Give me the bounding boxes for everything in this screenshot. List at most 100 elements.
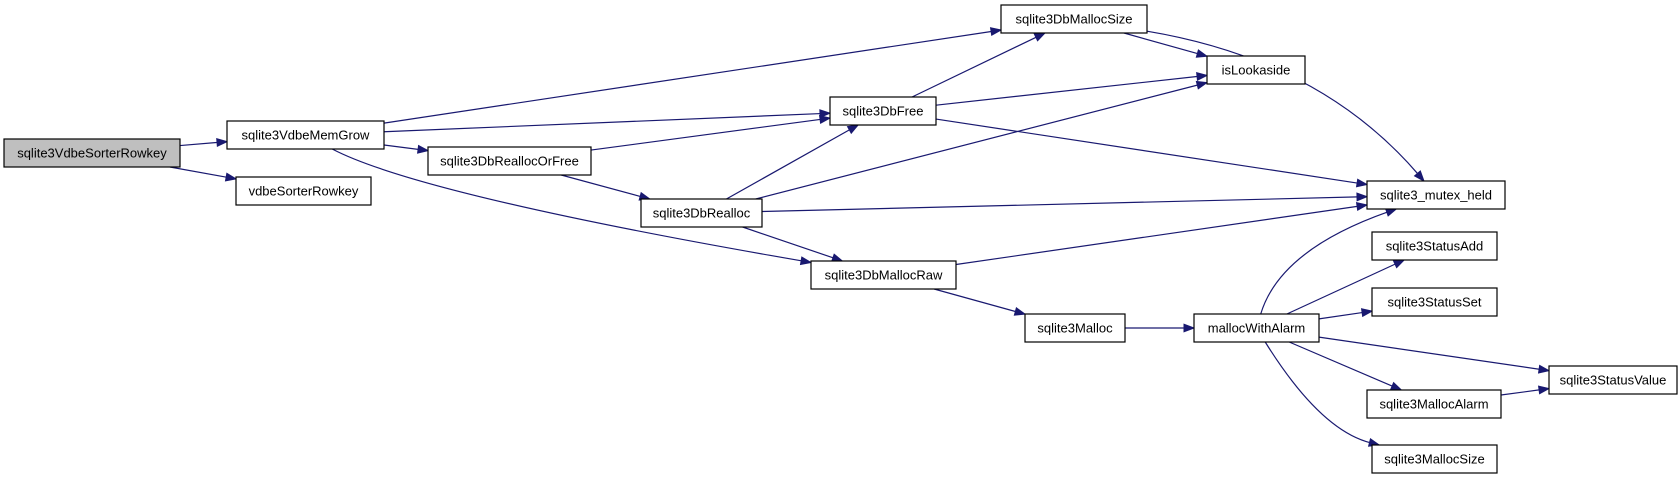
node-box [640,198,763,228]
arrowhead [1183,323,1196,333]
edge-dbfree-to-mutexheld [935,118,1369,188]
node-dbmallocraw[interactable]: sqlite3DbMallocRaw [810,260,957,290]
arrowhead [1196,72,1209,82]
edge-reallocorfree-to-dbfree [590,115,832,151]
edge-mallocwithalarm-to-statusadd [1286,259,1406,315]
node-label: vdbeSorterRowkey [249,184,359,199]
edge-line [383,112,822,133]
edge-line [1264,341,1371,444]
edge-dbfree-to-islookaside [935,72,1209,106]
node-label: mallocWithAlarm [1208,321,1306,336]
edge-line [1146,30,1419,175]
node-malloc[interactable]: sqlite3Malloc [1024,313,1126,343]
arrowhead [819,109,832,119]
edge-mallocwithalarm-to-mallocalarm [1288,341,1403,391]
edge-line [383,30,993,124]
arrowhead [1392,259,1406,269]
edge-line [383,144,420,151]
node-box [1366,180,1506,210]
call-edges [169,27,1551,447]
node-box [1024,313,1126,343]
node-label: sqlite3DbMallocRaw [825,268,943,283]
node-mallocwithalarm[interactable]: mallocWithAlarm [1193,313,1320,343]
edge-line [761,196,1359,213]
arrowhead [1013,307,1027,316]
edge-dbmallocsize-to-islookaside [1123,32,1209,58]
node-box [1206,55,1306,85]
arrowhead [216,137,229,148]
node-mutexheld[interactable]: sqlite3_mutex_held [1366,180,1506,210]
arrowhead [224,172,238,182]
edge-line [1318,311,1364,320]
edge-dbmallocraw-to-malloc [933,288,1027,316]
function-nodes: sqlite3VdbeSorterRowkey sqlite3VdbeMemGro… [3,4,1678,474]
edge-dbrealloc-to-dbmallocraw [742,226,844,262]
edge-line [726,128,851,200]
edge-line [1286,263,1397,315]
edge-line [935,118,1359,184]
node-box [1371,231,1498,261]
edge-rowkey-to-memgrow [179,137,229,148]
node-mallocalarm[interactable]: sqlite3MallocAlarm [1366,389,1502,419]
edge-line [169,166,228,178]
node-islookaside[interactable]: isLookaside [1206,55,1306,85]
edge-dbrealloc-to-mutexheld [761,192,1369,213]
node-memgrow[interactable]: sqlite3VdbeMemGrow [226,120,385,150]
arrowhead [818,115,832,124]
node-box [1000,4,1148,34]
arrowhead [1355,178,1369,188]
edge-line [1288,341,1394,388]
edge-dbrealloc-to-islookaside [755,80,1209,200]
edge-line [911,36,1038,98]
arrowhead [1356,192,1369,202]
arrowhead [1033,32,1047,42]
arrowhead [1537,385,1551,395]
node-box [1371,444,1498,474]
arrowhead [846,124,860,135]
node-label: isLookaside [1222,63,1291,78]
edge-line [1123,32,1199,55]
arrowhead [831,253,844,262]
node-box [1371,287,1498,317]
node-mallocsize[interactable]: sqlite3MallocSize [1371,444,1498,474]
node-label: sqlite3Malloc [1037,321,1113,336]
node-box [3,138,181,168]
node-dbfree[interactable]: sqlite3DbFree [829,96,937,126]
node-reallocorfree[interactable]: sqlite3DbReallocOrFree [427,146,592,176]
edge-line [935,75,1199,106]
edge-mallocwithalarm-to-statusset [1318,308,1374,320]
node-box [1548,365,1678,395]
arrowhead [1413,170,1425,183]
edge-memgrow-to-dbmallocraw [331,148,813,266]
edge-line [331,148,803,262]
edge-memgrow-to-reallocorfree [383,144,430,154]
node-label: sqlite3DbMallocSize [1015,12,1132,27]
node-label: sqlite3MallocAlarm [1379,397,1488,412]
node-rowkey[interactable]: sqlite3VdbeSorterRowkey [3,138,181,168]
edge-line [179,141,219,147]
node-box [829,96,937,126]
edge-mallocwithalarm-to-mallocsize [1264,341,1381,447]
edge-mallocalarm-to-statusvalue [1500,385,1551,396]
arrowhead [799,256,813,266]
node-statusset[interactable]: sqlite3StatusSet [1371,287,1498,317]
node-label: sqlite3StatusAdd [1386,239,1484,254]
edge-line [742,226,835,259]
node-dbmallocsize[interactable]: sqlite3DbMallocSize [1000,4,1148,34]
node-label: sqlite3VdbeMemGrow [242,128,370,143]
edge-dbfree-to-dbmallocsize [911,32,1047,98]
node-label: sqlite3DbRealloc [653,206,751,221]
arrowhead [1195,80,1209,90]
edge-line [1500,389,1541,396]
node-vdbesorter[interactable]: vdbeSorterRowkey [235,176,372,206]
node-statusadd[interactable]: sqlite3StatusAdd [1371,231,1498,261]
node-box [1366,389,1502,419]
node-dbrealloc[interactable]: sqlite3DbRealloc [640,198,763,228]
node-label: sqlite3MallocSize [1384,452,1484,467]
node-statusvalue[interactable]: sqlite3StatusValue [1548,365,1678,395]
edge-memgrow-to-dbmallocsize [383,27,1003,124]
edge-line [590,118,822,151]
edge-line [1260,211,1388,315]
arrowhead [1537,364,1551,374]
